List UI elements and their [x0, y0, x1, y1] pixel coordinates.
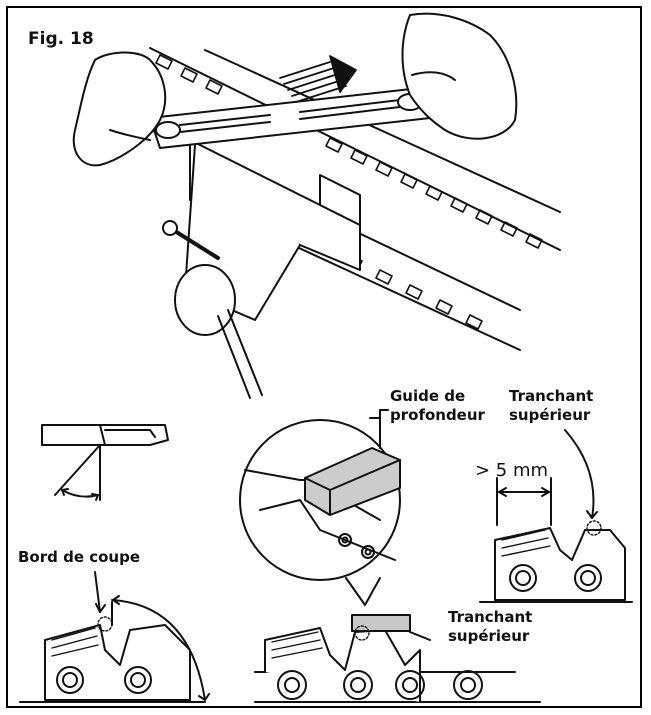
top-edge-label-bottom: Tranchant supérieur [448, 608, 533, 645]
angle-detail [41, 424, 169, 501]
chain-bar [149, 47, 561, 351]
measurement-label: > 5 mm [475, 460, 549, 481]
cutter-left [19, 571, 210, 703]
depth-gauge-tool [149, 87, 431, 149]
depth-guide-label: Guide de profondeur [390, 387, 485, 424]
right-hand [401, 12, 518, 140]
cutter-right [479, 429, 633, 603]
bench-vise [162, 139, 361, 399]
depth-guide-pointer [379, 409, 389, 447]
magnified-detail [239, 417, 401, 606]
top-edge-label-right: Tranchant supérieur [509, 387, 594, 424]
left-hand [72, 51, 167, 167]
figure-label: Fig. 18 [28, 29, 94, 49]
chain-center [254, 614, 541, 703]
cutting-edge-label: Bord de coupe [18, 548, 141, 566]
direction-arrow [279, 55, 357, 103]
